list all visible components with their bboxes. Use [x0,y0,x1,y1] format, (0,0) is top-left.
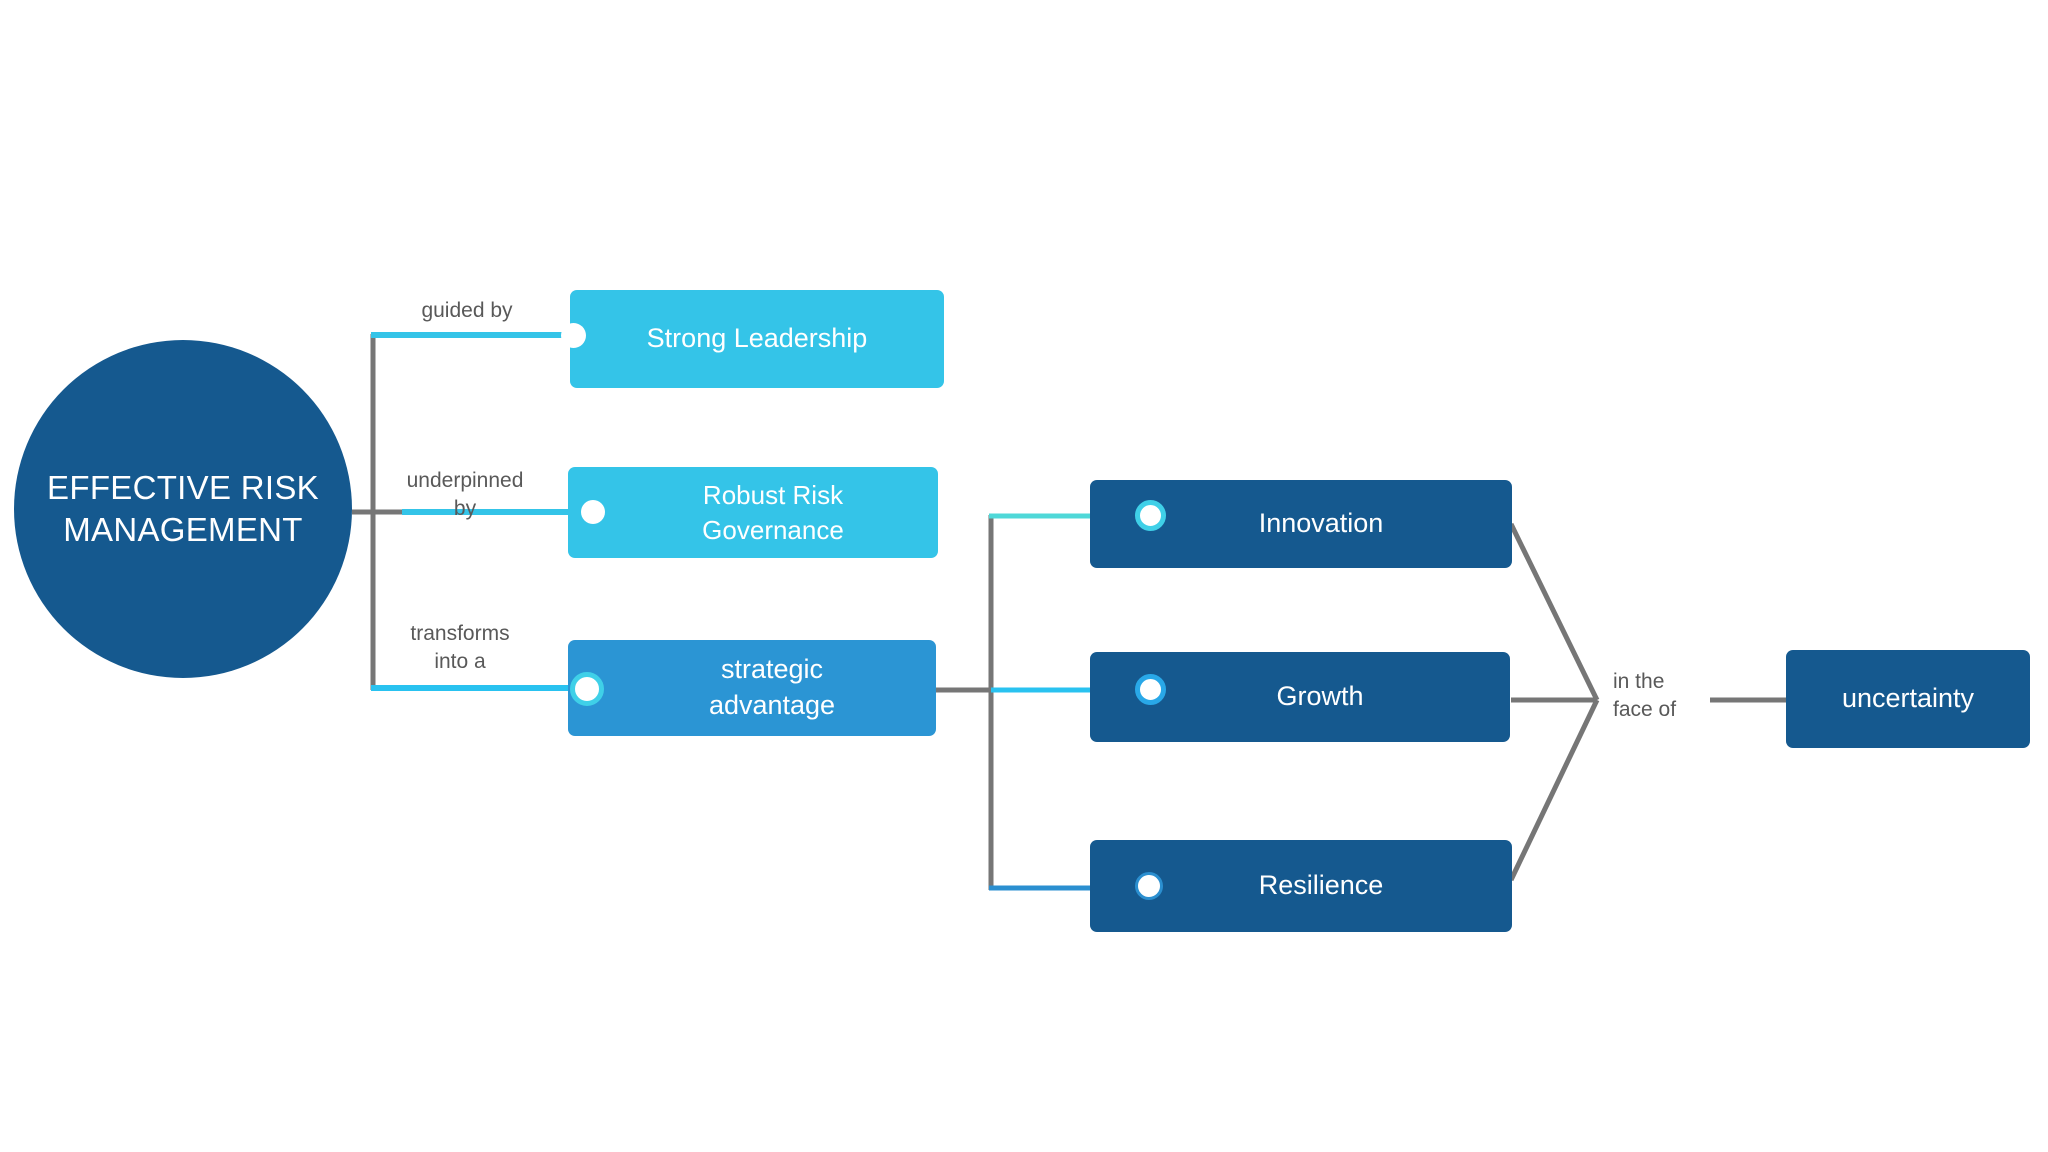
node-strategic-advantage[interactable]: strategic advantage [568,640,936,736]
node-strong-leadership-label: Strong Leadership [646,323,868,354]
node-strategic-advantage-label: strategic advantage [708,654,836,720]
node-resilience-label: Resilience [1258,870,1384,901]
connector-dot-strong-leadership [561,323,586,348]
node-uncertainty-label: uncertainty [1841,683,1975,714]
node-innovation-label: Innovation [1258,508,1384,539]
edge-label-underpinned-by: underpinned by [406,469,524,520]
root-node-label: EFFECTIVE RISK MANAGEMENT [47,468,319,548]
node-strong-leadership[interactable]: Strong Leadership [570,290,944,388]
edge-label-guided-by: guided by [421,299,513,322]
node-growth-label: Growth [1276,681,1364,712]
connector-dot-robust-risk-governance [581,500,605,524]
node-robust-risk-governance[interactable]: Robust Risk Governance [568,467,938,558]
wire-resilience-converge [1508,698,1600,882]
connector-dot-strategic-advantage [570,672,604,706]
node-robust-risk-governance-label: Robust Risk Governance [702,480,844,545]
edge-label-in-the-face-of: in the face of [1613,670,1677,721]
connector-dot-innovation [1135,500,1166,531]
connector-dot-growth [1135,674,1166,705]
edge-label-transforms-into-a: transforms into a [410,622,510,673]
wire-innovation-converge [1508,522,1600,702]
node-uncertainty[interactable]: uncertainty [1786,650,2030,748]
connector-dot-resilience [1135,872,1163,900]
root-node-effective-risk-management[interactable]: EFFECTIVE RISK MANAGEMENT [14,340,352,678]
